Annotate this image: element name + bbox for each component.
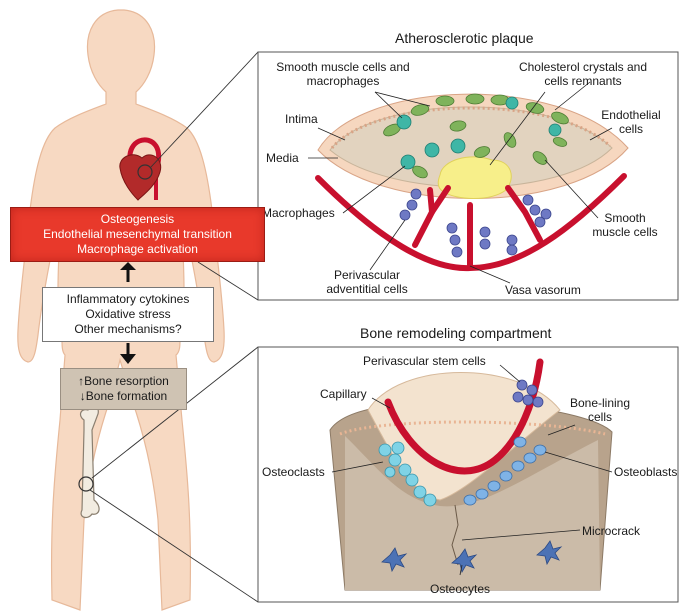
mechanism-line: Oxidative stress — [85, 307, 171, 321]
plaque-panel-title: Atherosclerotic plaque — [395, 30, 534, 46]
label-line: cells — [618, 122, 643, 136]
label-line: cells — [587, 410, 612, 424]
femur-focus-circle — [78, 476, 94, 492]
macrophage-cells — [396, 96, 562, 170]
label-osteoblasts: Osteoblasts — [614, 465, 678, 479]
adventitial-cells — [399, 188, 552, 258]
label-line: Endothelial — [601, 108, 661, 122]
vasa-vasorum — [315, 173, 627, 272]
outcome-line: Macrophage activation — [77, 242, 198, 256]
osteoblast-cells — [463, 436, 547, 506]
label-line: Bone-lining — [569, 396, 631, 410]
label-line: Cholesterol crystals and — [518, 60, 648, 74]
label-line: cells remnants — [544, 74, 622, 88]
bone-panel-title: Bone remodeling compartment — [360, 325, 552, 341]
bone-leader-lines — [331, 364, 613, 576]
bone-effect-line: ↑Bone resorption — [78, 374, 169, 388]
label-cholesterol: Cholesterol crystals and cells remnants — [508, 60, 658, 88]
label-osteocytes: Osteocytes — [430, 582, 491, 596]
bone-effects-box: ↑Bone resorption ↓Bone formation — [60, 368, 187, 410]
label-osteoclasts: Osteoclasts — [262, 465, 325, 479]
outcome-line: Endothelial mesenchymal transition — [43, 227, 232, 241]
osteoclast-cells — [378, 441, 437, 507]
label-macrophages: Macrophages — [262, 206, 335, 220]
femur-illustration — [78, 405, 100, 519]
label-intima: Intima — [285, 112, 318, 126]
stem-cells — [512, 379, 544, 408]
label-stem-cells: Perivascular stem cells — [363, 354, 486, 368]
mechanism-outcomes-box: Osteogenesis Endothelial mesenchymal tra… — [10, 207, 265, 262]
callout-lines — [89, 51, 259, 603]
heart-illustration — [119, 137, 162, 201]
label-smooth-muscle-macrophages: Smooth muscle cells and macrophages — [268, 60, 418, 88]
flow-arrows — [120, 262, 136, 364]
mechanism-line: Inflammatory cytokines — [66, 292, 190, 306]
label-bone-lining: Bone-lining cells — [560, 396, 640, 424]
heart-focus-circle — [137, 164, 153, 180]
label-line: Smooth muscle cells and — [276, 60, 410, 74]
label-line: adventitial cells — [326, 282, 408, 296]
mechanism-line: Other mechanisms? — [74, 322, 182, 336]
label-vasa-vasorum: Vasa vasorum — [505, 283, 581, 297]
label-perivascular: Perivascular adventitial cells — [312, 268, 422, 296]
label-microcrack: Microcrack — [582, 524, 641, 538]
label-line: Perivascular — [333, 268, 401, 282]
osteocyte-cells — [381, 540, 563, 574]
label-line: Smooth — [604, 211, 646, 225]
mechanisms-box: Inflammatory cytokines Oxidative stress … — [42, 287, 214, 342]
label-capillary: Capillary — [320, 387, 367, 401]
label-media: Media — [266, 151, 299, 165]
label-line: muscle cells — [592, 225, 658, 239]
outcome-line: Osteogenesis — [100, 212, 175, 226]
label-smooth-muscle: Smooth muscle cells — [585, 211, 665, 239]
label-endothelial: Endothelial cells — [595, 108, 667, 136]
plaque-leader-lines — [308, 81, 613, 284]
bone-effect-line: ↓Bone formation — [79, 389, 168, 403]
label-line: macrophages — [306, 74, 380, 88]
